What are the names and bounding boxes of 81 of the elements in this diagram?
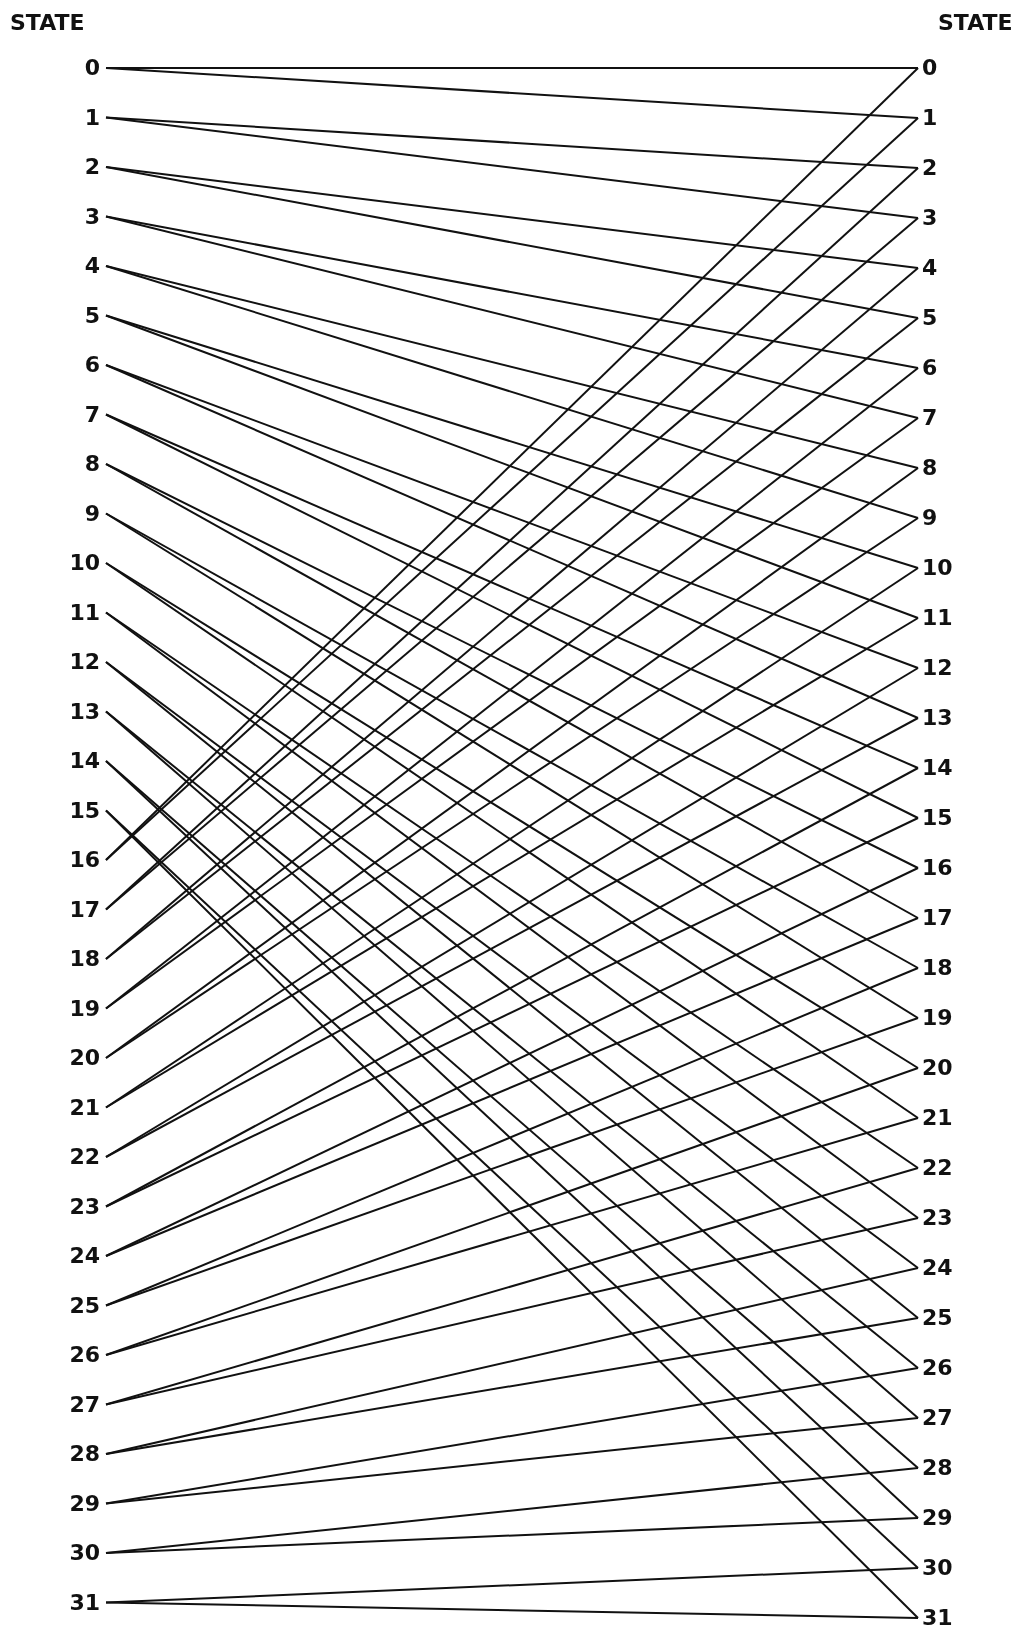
column-heading: STATE [938,10,1013,36]
state-number: 15 [60,797,100,824]
state-number: 2 [60,154,100,180]
state-number: 21 [922,1105,962,1131]
state-number: 10 [60,550,100,576]
state-number: 5 [922,305,962,331]
state-number: 15 [922,805,962,831]
state-number: 6 [60,352,100,378]
trellis-line [105,67,919,119]
state-number: 24 [922,1255,962,1281]
state-number: 3 [60,203,100,230]
state-number: 6 [922,355,962,381]
state-number: 11 [60,599,100,626]
state-number: 19 [922,1005,962,1031]
trellis-line [105,116,919,219]
state-number: 2 [922,155,962,181]
state-number: 5 [60,302,100,329]
state-number: 25 [60,1292,100,1319]
trellis-line [105,1601,919,1619]
state-number: 26 [60,1342,100,1368]
state-number: 4 [922,255,962,281]
state-number: 16 [60,847,100,873]
state-number: 1 [60,104,100,131]
state-number: 3 [922,205,962,231]
state-number: 26 [922,1355,962,1381]
state-number: 24 [60,1243,100,1269]
trellis-line [105,314,919,619]
state-number: 13 [922,705,962,731]
state-number: 1 [922,105,962,131]
trellis-line [105,1417,919,1505]
trellis-line [105,1217,919,1406]
state-number: 25 [922,1305,962,1331]
trellis-line [105,1117,919,1356]
state-number: 22 [60,1144,100,1170]
state-number: 23 [60,1193,100,1220]
state-number: 31 [922,1605,962,1631]
state-number: 4 [60,253,100,279]
state-number: 18 [922,955,962,981]
state-number: 7 [60,401,100,428]
state-number: 29 [922,1505,962,1531]
state-number: 0 [60,55,100,81]
trellis-line [105,1267,919,1455]
state-number: 20 [922,1055,962,1081]
state-number: 14 [60,748,100,774]
state-number: 29 [60,1490,100,1517]
state-number: 31 [60,1589,100,1616]
state-number: 27 [60,1391,100,1418]
trellis-line [105,1067,919,1356]
state-number: 7 [922,405,962,431]
state-number: 10 [922,555,962,581]
column-heading: STATE [10,10,85,36]
state-number: 28 [60,1441,100,1467]
trellis-line [105,265,919,519]
state-number: 21 [60,1094,100,1121]
state-number: 23 [922,1205,962,1231]
state-number: 11 [922,605,962,631]
state-number: 17 [60,896,100,923]
state-number: 20 [60,1045,100,1071]
state-number: 9 [922,505,962,531]
state-number: 8 [922,455,962,481]
state-number: 9 [60,500,100,527]
state-number: 30 [60,1540,100,1566]
trellis-line [105,1317,919,1455]
state-number: 19 [60,995,100,1022]
state-number: 0 [922,55,962,81]
state-number: 12 [60,649,100,675]
trellis-line [105,1517,919,1554]
trellis-line [105,1567,919,1604]
state-number: 30 [922,1555,962,1581]
state-number: 18 [60,946,100,972]
state-number: 14 [922,755,962,781]
state-number: 12 [922,655,962,681]
state-number: 16 [922,855,962,881]
state-number: 17 [922,905,962,931]
state-number: 22 [922,1155,962,1181]
trellis-line [105,215,919,419]
state-number: 27 [922,1405,962,1431]
state-number: 8 [60,451,100,477]
state-number: 13 [60,698,100,725]
state-number: 28 [922,1455,962,1481]
trellis-line [105,166,919,319]
